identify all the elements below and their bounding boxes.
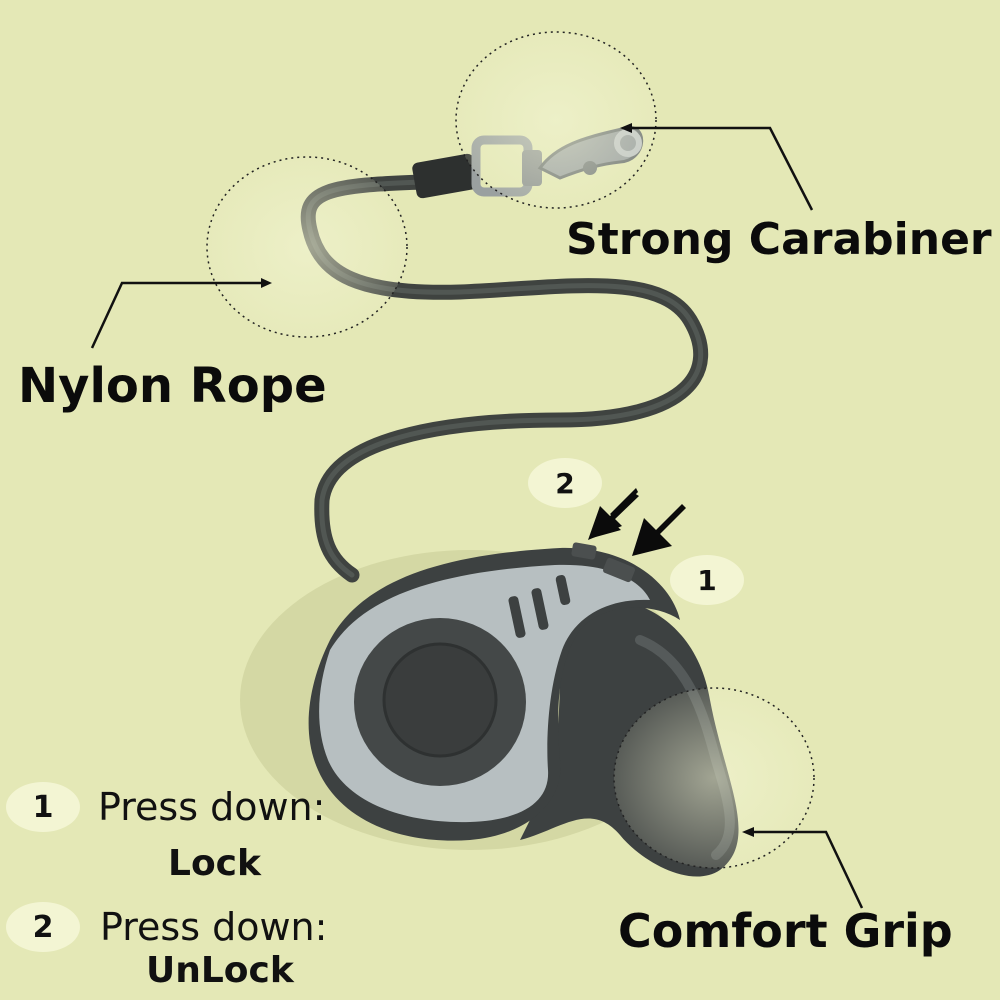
brake-dial <box>382 642 498 758</box>
carabiner-highlight-circle <box>455 31 657 209</box>
rope-callout-label: Nylon Rope <box>18 358 327 414</box>
lock-button[interactable] <box>602 557 636 583</box>
grip-highlight-circle <box>613 687 815 869</box>
legend-lock-state: Lock <box>168 843 261 884</box>
grip-callout-label: Comfort Grip <box>618 904 953 958</box>
legend-lock-number: 1 <box>6 782 80 832</box>
down-left-arrow-icon <box>588 488 639 540</box>
unlock-step-badge: 2 <box>528 458 602 508</box>
leader-lines <box>90 126 864 909</box>
legend-unlock-instruction: Press down: <box>100 905 328 949</box>
lock-step-badge: 1 <box>670 555 744 605</box>
rope-stopper <box>412 153 478 199</box>
legend-unlock-number: 2 <box>6 902 80 952</box>
grip-pointer-arrowhead <box>742 827 754 837</box>
bone-icon <box>508 575 571 638</box>
rope-highlight-circle <box>206 156 408 338</box>
legend-lock-instruction: Press down: <box>98 785 326 829</box>
carabiner-pointer-arrowhead <box>620 123 632 133</box>
down-left-arrow-icon <box>632 504 686 556</box>
rope-pointer-arrowhead <box>261 278 272 288</box>
carabiner-callout-label: Strong Carabiner <box>566 214 992 265</box>
legend-unlock-state: UnLock <box>146 950 294 991</box>
unlock-button[interactable] <box>571 542 597 560</box>
